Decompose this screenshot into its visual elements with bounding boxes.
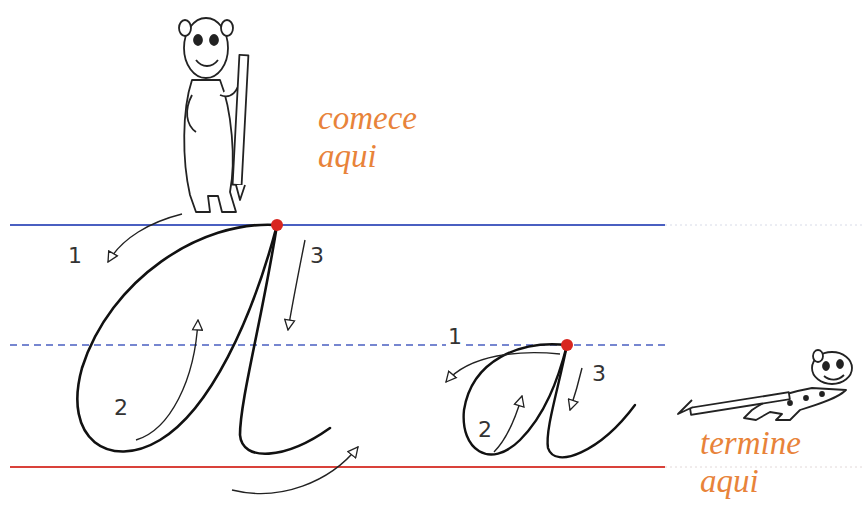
stroke-number: 1 — [446, 325, 464, 349]
small-letter — [464, 344, 635, 457]
meerkat-figure — [678, 350, 852, 420]
guide-extension — [665, 467, 865, 468]
meerkat-figure — [179, 18, 248, 212]
stroke-number: 2 — [476, 418, 494, 442]
guide-extension — [665, 225, 865, 226]
stroke-number: 3 — [308, 244, 326, 268]
direction-arrows — [108, 214, 582, 493]
start-dot — [271, 219, 283, 231]
top-guide-line — [10, 224, 665, 226]
instruction-label: termine aqui — [700, 425, 855, 501]
instruction-label: comece aqui — [318, 100, 453, 176]
start-dot — [561, 339, 573, 351]
stroke-number: 1 — [66, 244, 84, 268]
stroke-number: 3 — [590, 362, 608, 386]
stroke-number: 2 — [112, 396, 130, 420]
big-letter — [77, 225, 330, 454]
